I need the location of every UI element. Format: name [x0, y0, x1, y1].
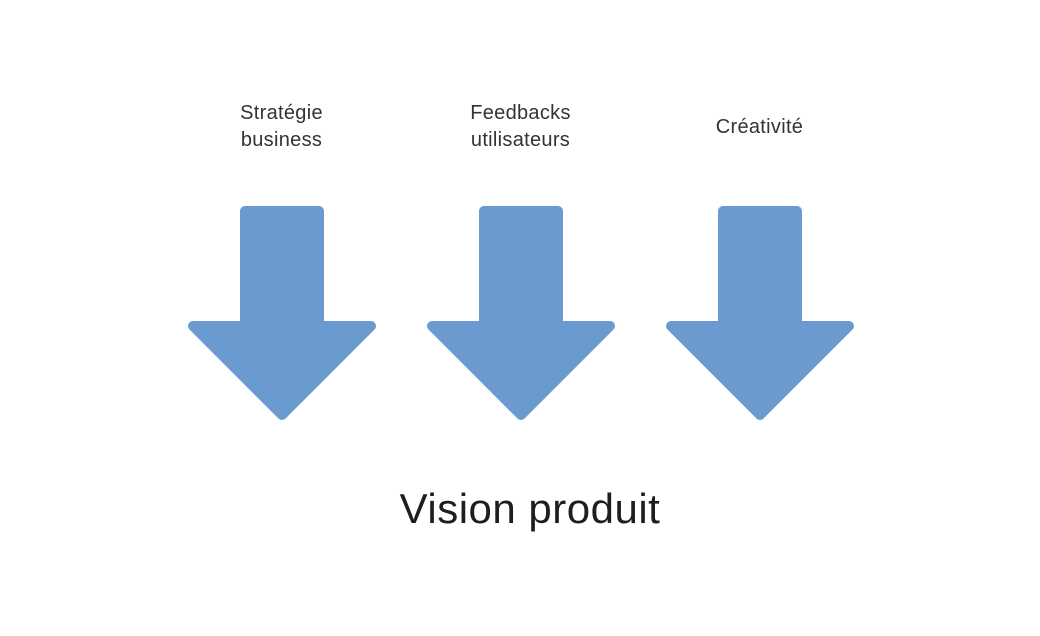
input-column-strategie: Stratégie business	[162, 98, 401, 420]
input-column-creativite: Créativité	[640, 98, 879, 420]
down-arrow-icon	[665, 206, 854, 420]
diagram-title: Vision produit	[399, 485, 661, 532]
input-label-feedbacks: Feedbacks utilisateurs	[470, 102, 571, 151]
input-label-strategie: Stratégie business	[240, 102, 323, 151]
input-label-creativite: Créativité	[715, 115, 804, 138]
down-arrow-icon	[187, 206, 376, 420]
input-columns: Stratégie business Feedbacks utilisateur…	[162, 98, 879, 420]
input-column-feedbacks: Feedbacks utilisateurs	[401, 98, 640, 420]
down-arrow-icon	[426, 206, 615, 420]
